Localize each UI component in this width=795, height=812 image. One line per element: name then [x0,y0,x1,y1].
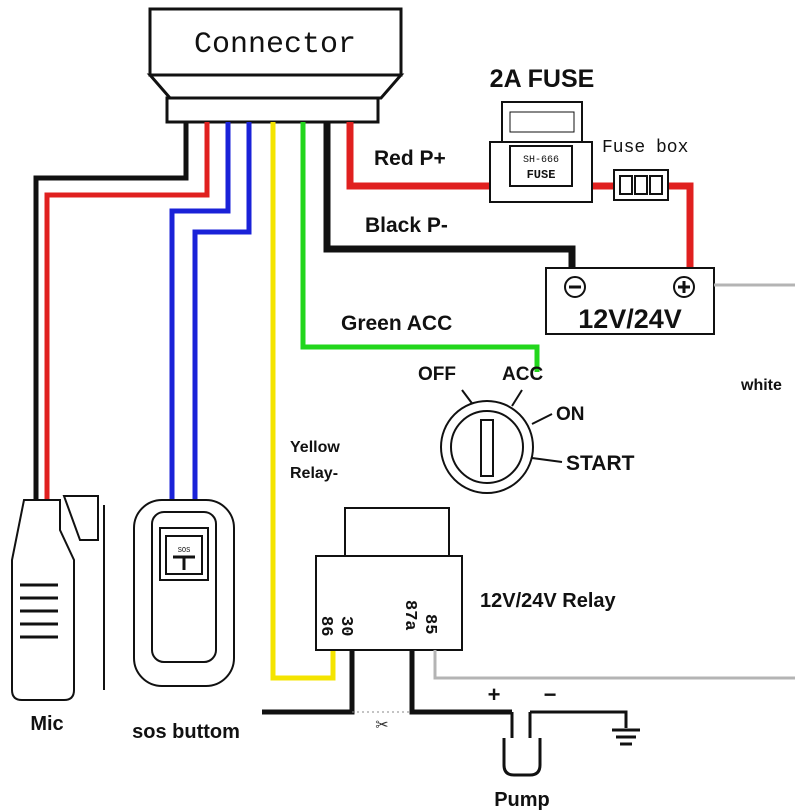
relay-label: 12V/24V Relay [480,590,617,612]
ignition-on: ON [556,404,585,425]
fuse-box-label: Fuse box [602,138,688,158]
mic-label: Mic [30,713,63,735]
connector-label: Connector [194,28,356,62]
fuse: 2A FUSE SH-666 FUSE [489,65,595,203]
battery: 12V/24V [545,267,715,335]
pump-plus: + [488,682,501,707]
sos-button: SOS sos buttom [132,499,240,743]
yellow-wire [270,122,336,681]
relay-pin-30: 30 [336,616,355,636]
sos-icon-text: SOS [178,547,191,555]
sos-wires [169,122,252,500]
mic-wires [33,122,210,500]
relay: 12V/24V Relay 86 30 87a 85 [315,507,617,651]
fuse-title: 2A FUSE [490,65,595,93]
ignition-start: START [566,452,635,475]
relay-85-wire [433,650,795,680]
ignition-off: OFF [418,364,456,385]
mic: Mic [11,495,105,735]
ignition-switch: OFF ACC ON START [418,364,635,494]
pump-minus: − [544,682,557,707]
relay-pin-86: 86 [316,616,335,636]
pump-label: Pump [494,789,550,811]
fuse-box: Fuse box [602,138,688,201]
scissors-icon: ✂ [375,717,388,734]
pump-circuit: ✂ + − Pump [262,650,640,811]
connector: Connector [146,7,405,124]
key-slot-icon [480,419,494,477]
fuse-body-bottom: FUSE [527,168,556,182]
fuse-body-top: SH-666 [523,155,559,166]
white-wire-label: white [740,377,782,394]
green-wire-label: Green ACC [341,312,452,335]
relay-pin-87a: 87a [400,600,419,631]
red-wire-label: Red P+ [374,147,446,170]
ignition-acc: ACC [502,364,543,385]
black-wire [323,122,576,268]
black-wire-label: Black P- [365,214,448,237]
red-wire [346,122,492,190]
yellow-wire-label-2: Relay- [290,465,338,482]
green-wire [300,122,540,372]
yellow-wire-label-1: Yellow [290,439,340,456]
battery-voltage: 12V/24V [578,304,682,334]
sos-label: sos buttom [132,721,240,743]
relay-pin-85: 85 [420,614,439,634]
